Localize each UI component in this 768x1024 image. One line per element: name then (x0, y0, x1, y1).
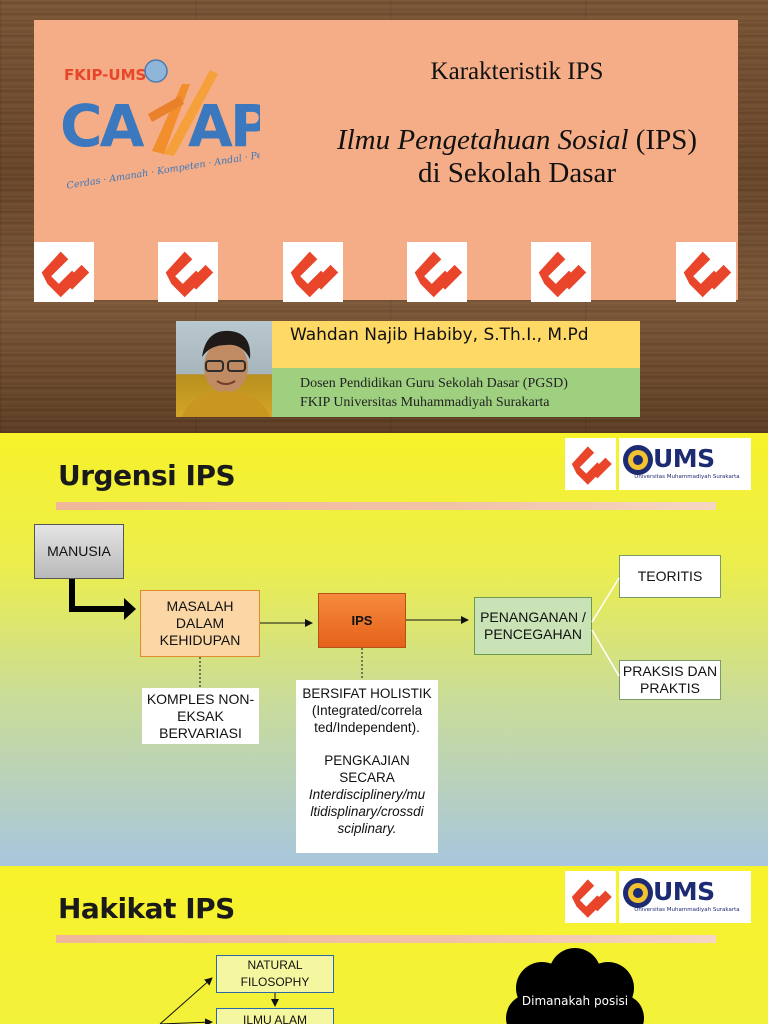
node-teoritis: TEORITIS (619, 555, 721, 598)
node-natural-filosophy: NATURAL FILOSOPHY (216, 955, 334, 993)
ums-emblem-icon (623, 878, 653, 908)
node-komples: KOMPLES NON-EKSAK BERVARIASI (142, 688, 259, 744)
holistik-text-2: PENGKAJIAN SECARA (324, 753, 410, 785)
ums-logo-subtext: Universitas Muhammadiyah Surakarta (634, 474, 740, 480)
ums-logo: UMS Universitas Muhammadiyah Surakarta (619, 438, 751, 490)
ums-logo-text: UMS (653, 444, 715, 473)
slide-title: Karakteristik IPS (430, 58, 604, 85)
thought-cloud-text: Dimanakah posisi (521, 994, 629, 1008)
ums-logo-subtext: Universitas Muhammadiyah Surakarta (634, 907, 740, 913)
ums-logo: UMS Universitas Muhammadiyah Surakarta (619, 871, 751, 923)
thought-cloud-shape (506, 948, 644, 1024)
node-penanganan: PENANGANAN / PENCEGAHAN (474, 597, 592, 655)
title-slide: FKIP-UMS CA AP Cerdas · Amanah · Kompete… (0, 0, 768, 433)
pgsd-logo (283, 242, 343, 302)
author-portrait-graphic (182, 330, 270, 417)
subtitle-rest: (IPS) (628, 124, 698, 156)
author-photo (176, 321, 272, 417)
logo-ca-text: CA (60, 92, 145, 160)
pgsd-logo (676, 242, 736, 302)
affiliation-line-2: FKIP Universitas Muhammadiyah Surakarta (300, 395, 550, 410)
header-logos: UMS Universitas Muhammadiyah Surakarta (565, 438, 751, 490)
title-card: FKIP-UMS CA AP Cerdas · Amanah · Kompete… (34, 20, 738, 302)
heading-underline (56, 935, 716, 943)
node-ips: IPS (318, 593, 406, 648)
header-logos: UMS Universitas Muhammadiyah Surakarta (565, 871, 751, 923)
author-affiliation: Dosen Pendidikan Guru Sekolah Dasar (PGS… (300, 374, 568, 412)
node-holistik: BERSIFAT HOLISTIK (Integrated/correla te… (296, 680, 438, 853)
pgsd-badge-row (34, 242, 738, 302)
cakap-logo-graphic: FKIP-UMS CA AP Cerdas · Amanah · Kompete… (60, 59, 306, 192)
logo-ap-text: AP (188, 92, 260, 160)
subtitle-line2: di Sekolah Dasar (417, 157, 617, 189)
pgsd-logo (158, 242, 218, 302)
pgsd-logo (531, 242, 591, 302)
holistik-text-1: BERSIFAT HOLISTIK (Integrated/correla te… (302, 686, 432, 735)
author-name-box: Wahdan Najib Habiby, S.Th.I., M.Pd (272, 321, 640, 368)
hakikat-slide: Hakikat IPS UMS Universitas Muhammadiyah… (0, 866, 768, 1024)
subtitle-italic: Ilmu Pengetahuan Sosial (336, 124, 629, 156)
pgsd-logo (565, 871, 616, 923)
holistik-text-3: Interdisciplinery/mu ltidisplinary/cross… (308, 787, 426, 836)
pgsd-logo (407, 242, 467, 302)
urgensi-heading: Urgensi IPS (58, 459, 236, 492)
node-ilmu-alam: ILMU ALAM (216, 1008, 334, 1024)
heading-underline (56, 502, 716, 510)
affiliation-line-1: Dosen Pendidikan Guru Sekolah Dasar (PGS… (300, 376, 568, 391)
node-praksis: PRAKSIS DAN PRAKTIS (619, 660, 721, 700)
cakap-logo: FKIP-UMS CA AP Cerdas · Amanah · Kompete… (60, 56, 306, 206)
node-manusia: MANUSIA (34, 524, 124, 579)
node-masalah: MASALAH DALAM KEHIDUPAN (140, 590, 260, 657)
hakikat-heading: Hakikat IPS (58, 892, 235, 925)
logo-fkip-text: FKIP-UMS (64, 66, 146, 84)
pgsd-logo (565, 438, 616, 490)
ums-emblem-icon (623, 445, 653, 475)
author-name: Wahdan Najib Habiby, S.Th.I., M.Pd (290, 325, 589, 345)
ums-logo-text: UMS (653, 877, 715, 906)
slide-subtitle: Ilmu Pengetahuan Sosial (IPS) di Sekolah… (302, 124, 732, 190)
pgsd-logo (34, 242, 94, 302)
author-affiliation-box: Dosen Pendidikan Guru Sekolah Dasar (PGS… (272, 368, 640, 417)
